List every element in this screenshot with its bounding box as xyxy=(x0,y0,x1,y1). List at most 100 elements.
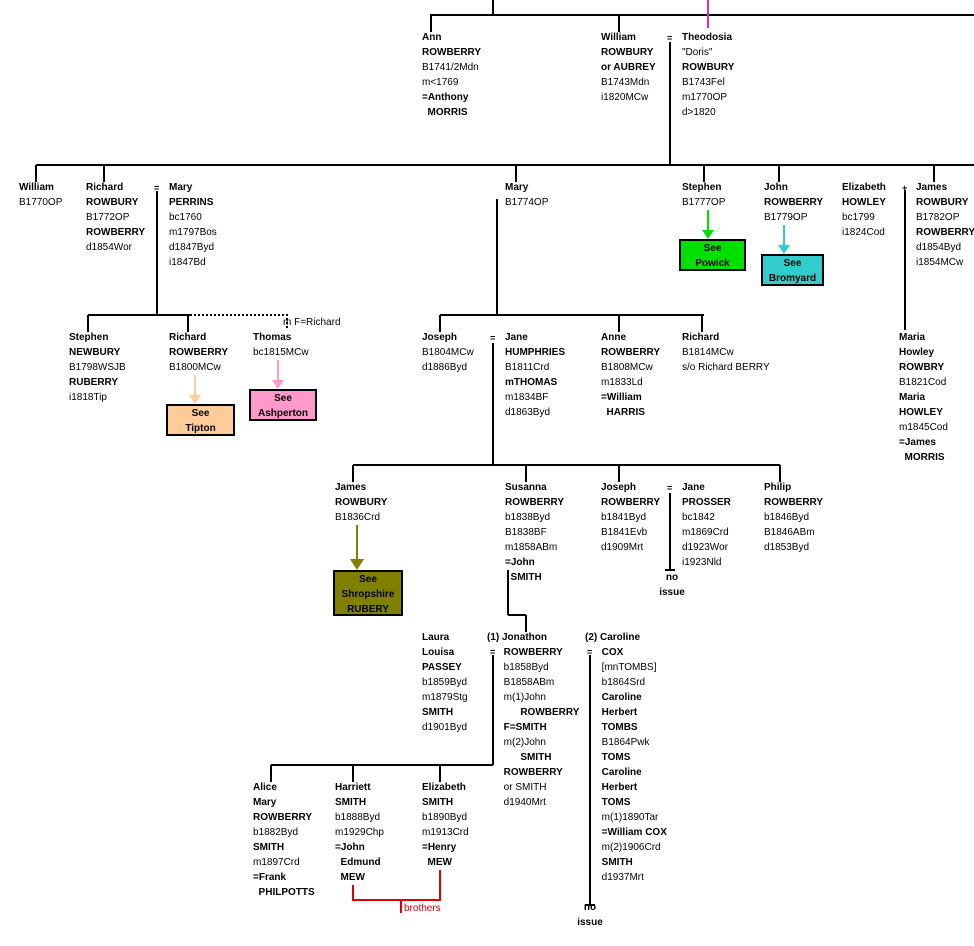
person-line: PHILPOTTS xyxy=(253,887,315,898)
person-line: i1820MCw xyxy=(601,92,649,103)
person-line: [mnTOMBS] xyxy=(585,662,657,673)
person-line: m1897Crd xyxy=(253,857,300,868)
person-line: Caroline xyxy=(585,692,642,703)
person-line: d1863Byd xyxy=(505,407,551,418)
person-line: Edmund xyxy=(335,857,381,868)
person-line: d1854Byd xyxy=(916,242,962,253)
person-line: B1777OP xyxy=(682,197,726,208)
person-line: or AUBREY xyxy=(601,62,656,73)
person-line: =John xyxy=(335,842,365,853)
person-line: ROWBERRY xyxy=(253,812,313,823)
person-line: MORRIS xyxy=(899,452,945,463)
person-line: m1834BF xyxy=(505,392,549,403)
person-line: Anne xyxy=(601,332,626,343)
person-line: =Henry xyxy=(422,842,457,853)
person-line: ROWBERRY xyxy=(764,497,824,508)
person-line: Richard xyxy=(86,182,124,193)
person-line: ROWBERRY xyxy=(422,47,482,58)
person-line: Elizabeth xyxy=(842,182,886,193)
person-line: or SMITH xyxy=(487,782,547,793)
person-line: d1886Byd xyxy=(422,362,468,373)
person-line: Joseph xyxy=(601,482,637,493)
person-line: ROWBERRY xyxy=(487,767,563,778)
person-line: (1) Jonathon xyxy=(487,632,547,643)
see-box-line: Powick xyxy=(695,258,730,269)
person-line: F=SMITH xyxy=(487,722,547,733)
person-line: =Frank xyxy=(253,872,287,883)
person-line: b1838Byd xyxy=(505,512,551,523)
person-line: Elizabeth xyxy=(422,782,466,793)
see-box-line: See xyxy=(274,393,292,404)
person-line: ROWBURY xyxy=(601,47,654,58)
person-line: ROWBERRY xyxy=(764,197,824,208)
person-line: ROWBERRY xyxy=(916,227,974,238)
person-line: MEW xyxy=(335,872,365,883)
person-line: Stephen xyxy=(69,332,109,343)
person-line: HARRIS xyxy=(601,407,645,418)
person-line: B1808MCw xyxy=(601,362,653,373)
person-line: MORRIS xyxy=(422,107,468,118)
person-line: b1864Srd xyxy=(585,677,646,688)
person-line: bc1799 xyxy=(842,212,875,223)
person-line: d1909Mrt xyxy=(601,542,644,553)
person-line: bc1842 xyxy=(682,512,715,523)
person-line: =James xyxy=(899,437,936,448)
person-line: William xyxy=(601,32,636,43)
person-line: B1846ABm xyxy=(764,527,815,538)
person-line: d1940Mrt xyxy=(487,797,546,808)
person-line: Richard xyxy=(169,332,207,343)
person-line: B1774OP xyxy=(505,197,549,208)
person-line: HUMPHRIES xyxy=(505,347,566,358)
person-line: =Anthony xyxy=(422,92,469,103)
see-box-line: See xyxy=(359,574,377,585)
person-line: d1923Wor xyxy=(682,542,728,553)
person-line: Mary xyxy=(169,182,193,193)
person-line: Philip xyxy=(764,482,792,493)
person-line: m(2)1906Crd xyxy=(585,842,661,853)
person-line: d1847Byd xyxy=(169,242,215,253)
person-caroline-cox: (2) Caroline COX [mnTOMBS] b1864Srd Caro… xyxy=(585,630,667,885)
person-line: Laura xyxy=(422,632,450,643)
person-line: b1858Byd xyxy=(487,662,549,673)
note-brothers: brothers xyxy=(404,903,441,914)
person-line: HOWLEY xyxy=(842,197,886,208)
person-line: m(1)John xyxy=(487,692,546,703)
person-line: Alice xyxy=(253,782,277,793)
person-line: B1804MCw xyxy=(422,347,474,358)
person-line: PROSSER xyxy=(682,497,731,508)
person-line: bc1760 xyxy=(169,212,202,223)
person-line: b1888Byd xyxy=(335,812,381,823)
person-line: B1864Pwk xyxy=(585,737,650,748)
person-line: i1854MCw xyxy=(916,257,964,268)
person-line: William xyxy=(19,182,54,193)
person-line: Richard xyxy=(682,332,720,343)
person-line: MEW xyxy=(422,857,452,868)
person-line: B1836Crd xyxy=(335,512,381,523)
person-line: B1838BF xyxy=(505,527,547,538)
person-line: Joseph xyxy=(422,332,458,343)
person-line: B1821Cod xyxy=(899,377,947,388)
person-line: Ann xyxy=(422,32,442,43)
person-line: m1845Cod xyxy=(899,422,948,433)
person-line: b1846Byd xyxy=(764,512,810,523)
person-line: (2) Caroline xyxy=(585,632,641,643)
marriage-mark: = xyxy=(587,647,593,657)
